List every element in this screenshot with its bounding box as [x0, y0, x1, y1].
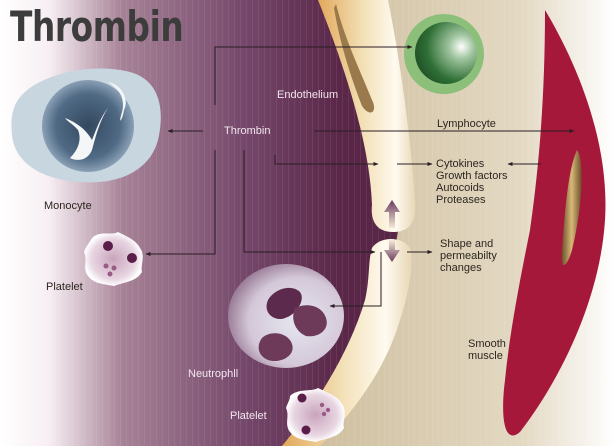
arrow-to-endothelial-lower: [243, 150, 376, 254]
platelet-granule: [103, 241, 113, 251]
monocyte-highlight-2: [108, 82, 126, 121]
arrow-to-lymphocyte: [214, 45, 413, 105]
label-mediators: Cytokines Growth factors Autocoids Prote…: [436, 158, 508, 206]
smooth-muscle-line: Smooth: [468, 338, 506, 350]
shape-line: permeabilty: [440, 250, 497, 262]
down-arrow-icon: [384, 240, 400, 262]
monocyte-nucleus: [42, 80, 134, 172]
mediator-item: Cytokines: [436, 158, 485, 170]
label-thrombin: Thrombin: [224, 125, 271, 137]
label-neutrophil: Neutrophll: [188, 368, 239, 380]
mediator-item: Autocoids: [436, 182, 485, 194]
arrow-to-platelet: [145, 150, 216, 256]
smooth-muscle-nucleus: [561, 150, 582, 265]
lymphocyte-nucleus: [415, 22, 477, 84]
platelet-granule: [107, 271, 113, 277]
label-endothelium: Endothelium: [277, 89, 339, 101]
platelet-granule: [319, 402, 325, 408]
arrow-to-neutrophil: [329, 252, 382, 308]
monocyte-highlight: [65, 108, 108, 160]
label-monocyte: Monocyte: [44, 200, 92, 212]
smooth-muscle-line: muscle: [468, 350, 503, 362]
platelet-granule: [103, 263, 109, 269]
label-platelet-left: Platelet: [46, 281, 83, 293]
endothelial-cell-upper: [318, 0, 416, 232]
platelet-granule: [127, 253, 137, 263]
label-lymphocyte: Lymphocyte: [437, 118, 496, 130]
neutrophil-lobe: [293, 305, 327, 337]
endothelial-cell-lower: [282, 239, 412, 446]
platelet-granule: [111, 265, 117, 271]
neutrophil-lobe: [258, 333, 293, 362]
up-arrow-icon: [384, 200, 400, 228]
label-smooth-muscle: Smooth muscle: [468, 338, 506, 362]
platelet-left: [84, 232, 143, 286]
shape-line: Shape and: [440, 238, 494, 250]
neutrophil-lobe: [266, 287, 302, 320]
platelet-granule: [321, 411, 327, 417]
mediator-item: Proteases: [436, 194, 486, 206]
platelet-granule: [325, 407, 331, 413]
arrow-to-endothelium: [274, 155, 379, 166]
diagram-title: Thrombin: [10, 2, 184, 51]
platelet-granule: [301, 425, 311, 435]
endothelial-nucleus: [334, 4, 375, 113]
smooth-muscle-cell: [503, 10, 606, 436]
label-shape-changes: Shape and permeabilty changes: [440, 238, 497, 274]
platelet-granule: [297, 393, 307, 403]
label-platelet-bottom: Platelet: [230, 410, 267, 422]
shape-line: changes: [440, 262, 482, 274]
mediator-item: Growth factors: [436, 170, 508, 182]
